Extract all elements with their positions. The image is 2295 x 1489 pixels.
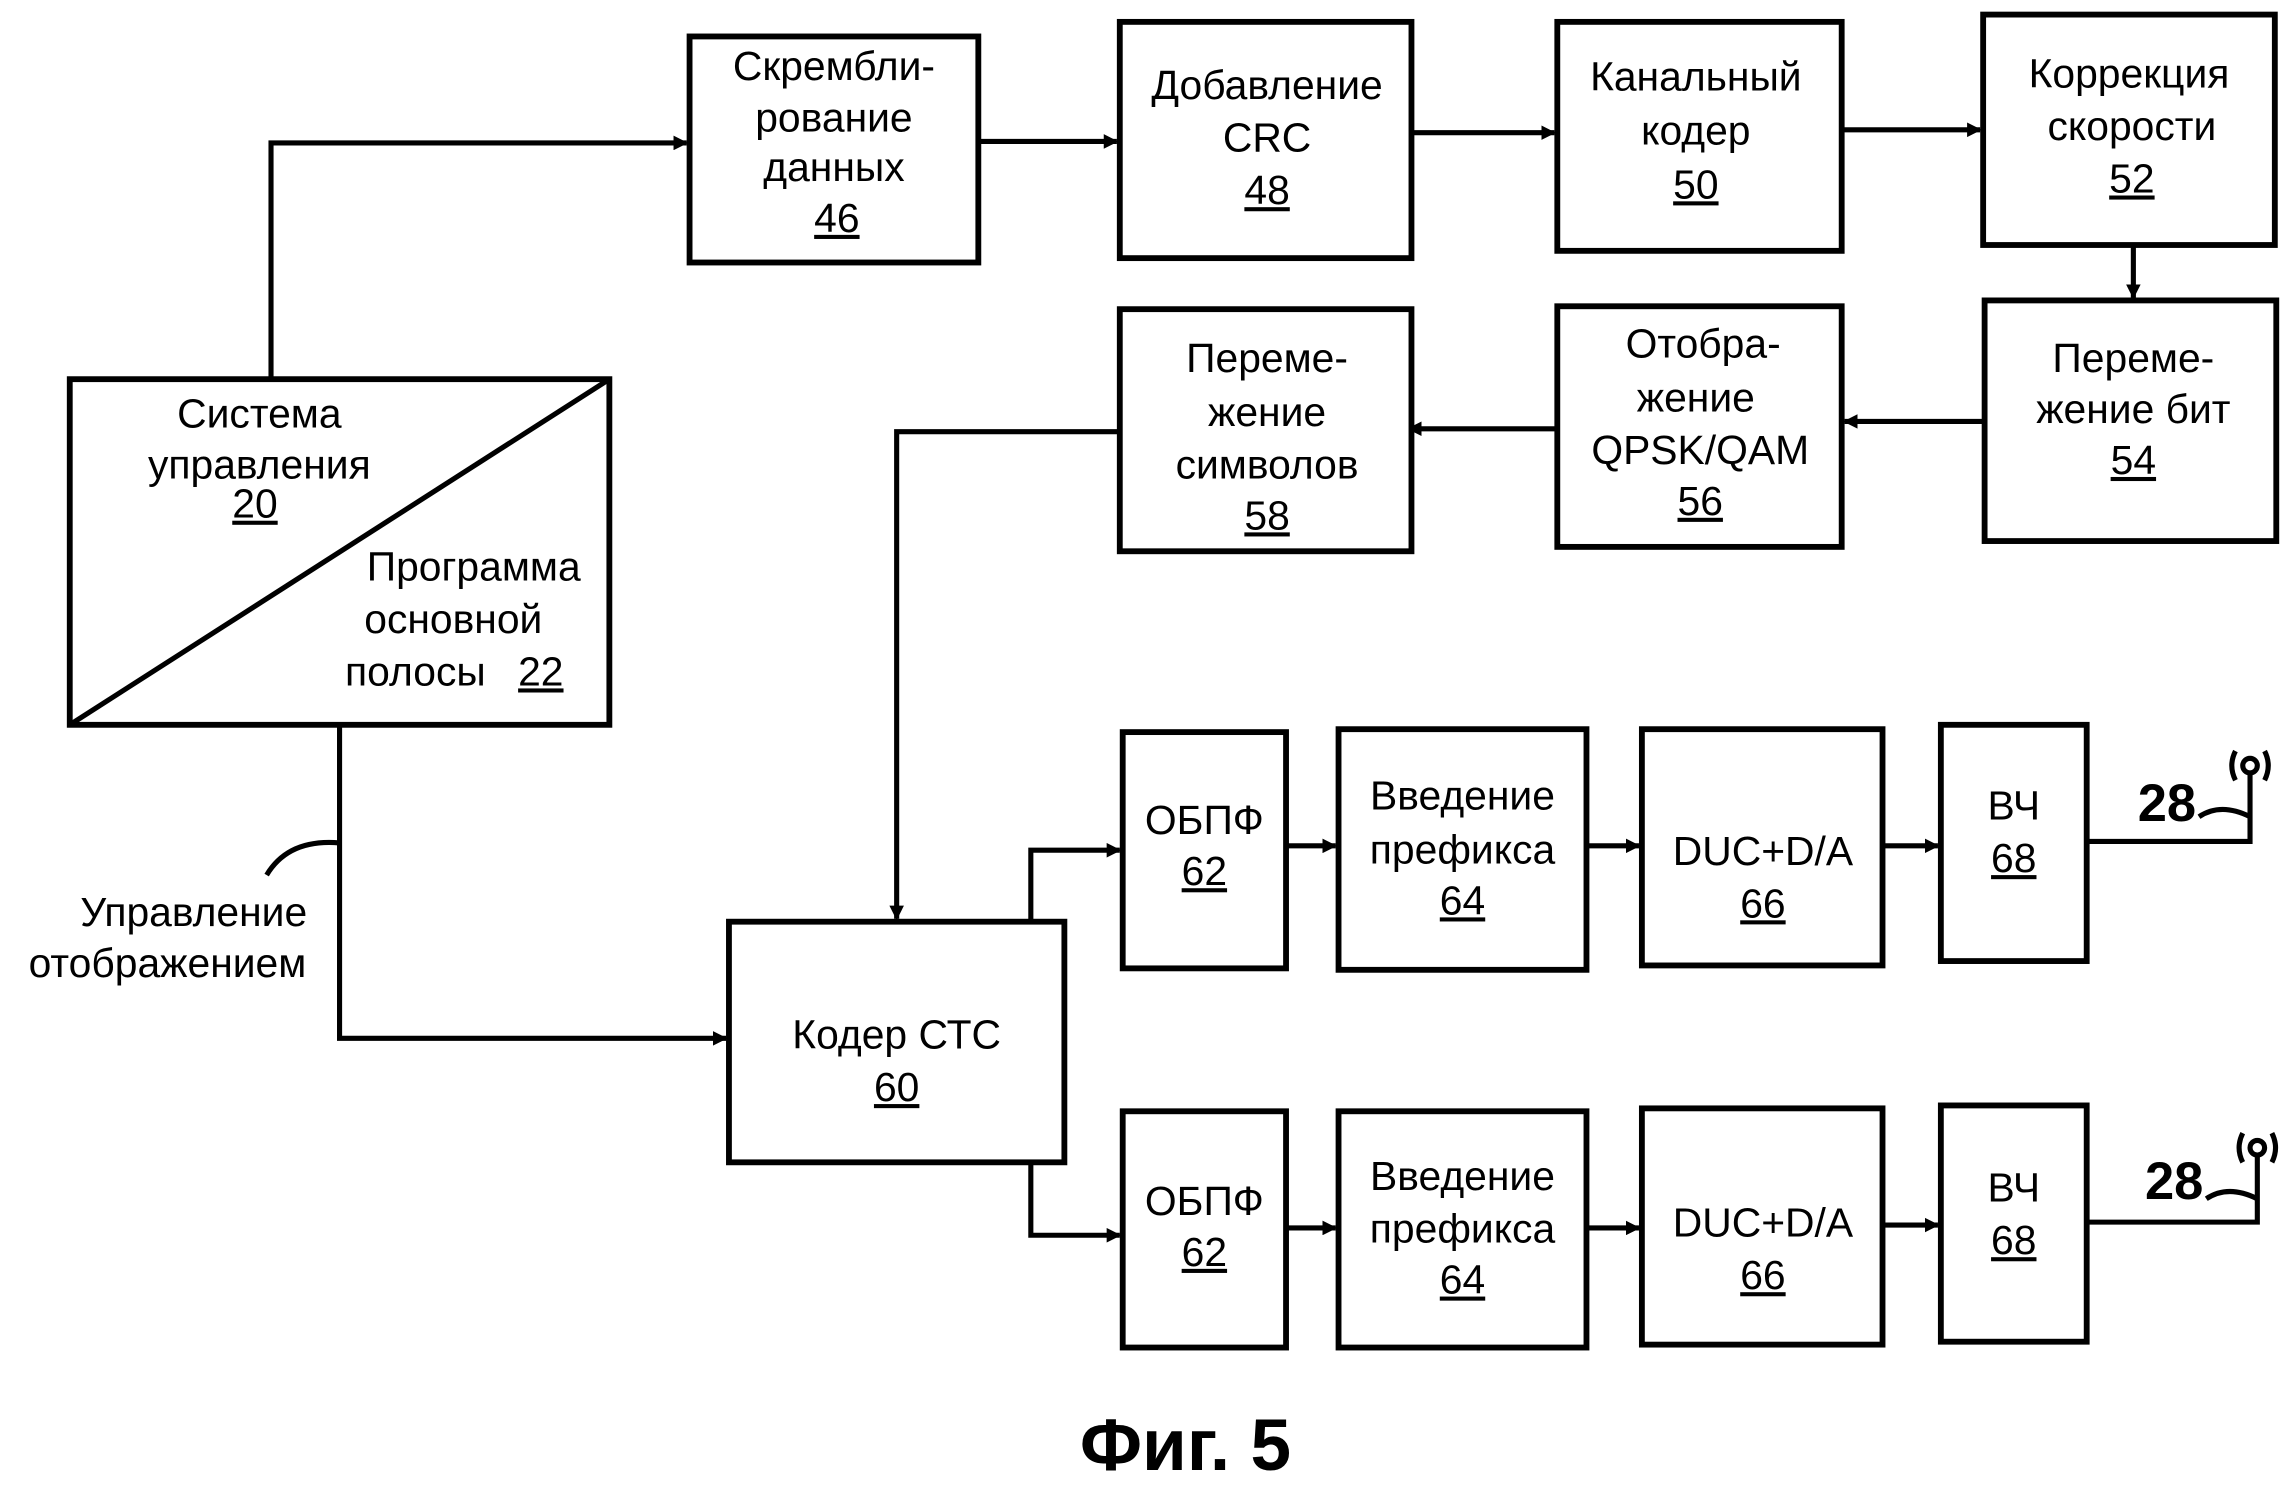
mapping-control-label: Управление	[80, 889, 307, 935]
mapping-block: Отобра- жение QPSK/QAM 56	[1554, 303, 1845, 550]
mapping-label: Отобра-	[1626, 320, 1781, 366]
prefix-label: Введение	[1370, 1153, 1555, 1199]
bitint-label: Переме-	[2052, 335, 2214, 381]
symint-label-3: символов	[1176, 441, 1359, 487]
leader-line	[264, 839, 340, 877]
control-label-2: управления	[148, 441, 371, 487]
antenna-label: 28	[2138, 774, 2196, 833]
symint-label: Переме-	[1186, 335, 1348, 381]
control-label: Система	[177, 390, 342, 436]
tx-chain-1: ОБПФ 62 Введение префикса 64 DUC+D/A 66 …	[1119, 721, 2271, 973]
rf-num: 68	[1991, 1217, 2036, 1263]
chcoder-label-2: кодер	[1641, 107, 1750, 153]
crc-block: Добавление CRC 48	[1116, 18, 1415, 262]
tx-chain-2: ОБПФ 62 Введение префикса 64 DUC+D/A 66 …	[1119, 1102, 2279, 1351]
mapping-control-line	[337, 724, 728, 1046]
arrow-to-ifft-2	[1028, 1162, 1122, 1243]
figure-caption: Фиг. 5	[1080, 1405, 1291, 1486]
scramble-block: Скрембли- рование данных 46	[686, 33, 982, 266]
crc-label-2: CRC	[1223, 115, 1311, 161]
baseband-label-3: полосы	[345, 648, 486, 694]
antenna-icon	[2236, 1132, 2279, 1164]
chcoder-label: Канальный	[1590, 53, 1802, 99]
rate-label: Коррекция	[2029, 51, 2230, 97]
baseband-label-2: основной	[364, 596, 542, 642]
ifft-num: 62	[1182, 848, 1227, 894]
prefix-num: 64	[1440, 877, 1485, 923]
symint-num: 58	[1244, 492, 1289, 538]
scramble-label: Скрембли-	[733, 43, 935, 89]
chcoder-num: 50	[1673, 161, 1718, 207]
antenna-icon	[2229, 749, 2271, 782]
duc-num: 66	[1740, 1252, 1785, 1298]
rate-block: Коррекция скорости 52	[1980, 11, 2278, 248]
stc-label: Кодер СТС	[792, 1012, 1001, 1058]
bitint-block: Переме- жение бит 54	[1981, 297, 2280, 544]
symint-block: Переме- жение символов 58	[1116, 306, 1415, 555]
arrow-to-stc	[889, 429, 1120, 921]
duc-label: DUC+D/A	[1673, 828, 1854, 874]
rate-label-2: скорости	[2048, 103, 2217, 149]
crc-num: 48	[1244, 167, 1289, 213]
stc-num: 60	[874, 1064, 919, 1110]
prefix-label-2: префикса	[1370, 826, 1556, 872]
duc-num: 66	[1740, 880, 1785, 926]
scramble-label-2: рование	[755, 94, 912, 140]
mapping-label-3: QPSK/QAM	[1591, 427, 1809, 473]
bitint-label-2: жение бит	[2036, 386, 2230, 432]
antenna-label: 28	[2145, 1152, 2203, 1211]
baseband-num: 22	[518, 648, 563, 694]
bitint-num: 54	[2111, 437, 2156, 483]
mapping-control-label-2: отображением	[29, 940, 307, 986]
rf-label: ВЧ	[1987, 1165, 2040, 1211]
ifft-label: ОБПФ	[1145, 797, 1264, 843]
chcoder-block: Канальный кодер 50	[1554, 18, 1845, 254]
control-num: 20	[232, 481, 277, 527]
mapping-label-2: жение	[1637, 374, 1755, 420]
rf-num: 68	[1991, 835, 2036, 881]
stc-block: Кодер СТС 60	[726, 918, 1068, 1166]
rf-label: ВЧ	[1987, 783, 2040, 829]
ifft-label: ОБПФ	[1145, 1178, 1264, 1224]
prefix-label-2: префикса	[1370, 1206, 1556, 1252]
prefix-num: 64	[1440, 1257, 1485, 1303]
mapping-num: 56	[1678, 478, 1723, 524]
duc-label: DUC+D/A	[1673, 1200, 1854, 1246]
ifft-num: 62	[1182, 1229, 1227, 1275]
scramble-num: 46	[814, 195, 859, 241]
crc-label: Добавление	[1151, 62, 1382, 108]
prefix-label: Введение	[1370, 772, 1555, 818]
rate-num: 52	[2109, 156, 2154, 202]
scramble-label-3: данных	[763, 144, 904, 190]
baseband-label: Программа	[367, 543, 581, 589]
arrow-to-ifft-1	[1028, 842, 1122, 922]
arrow-to-scramble	[268, 135, 689, 380]
control-baseband-block: Система управления 20 Программа основной…	[66, 376, 613, 728]
symint-label-2: жение	[1208, 389, 1326, 435]
